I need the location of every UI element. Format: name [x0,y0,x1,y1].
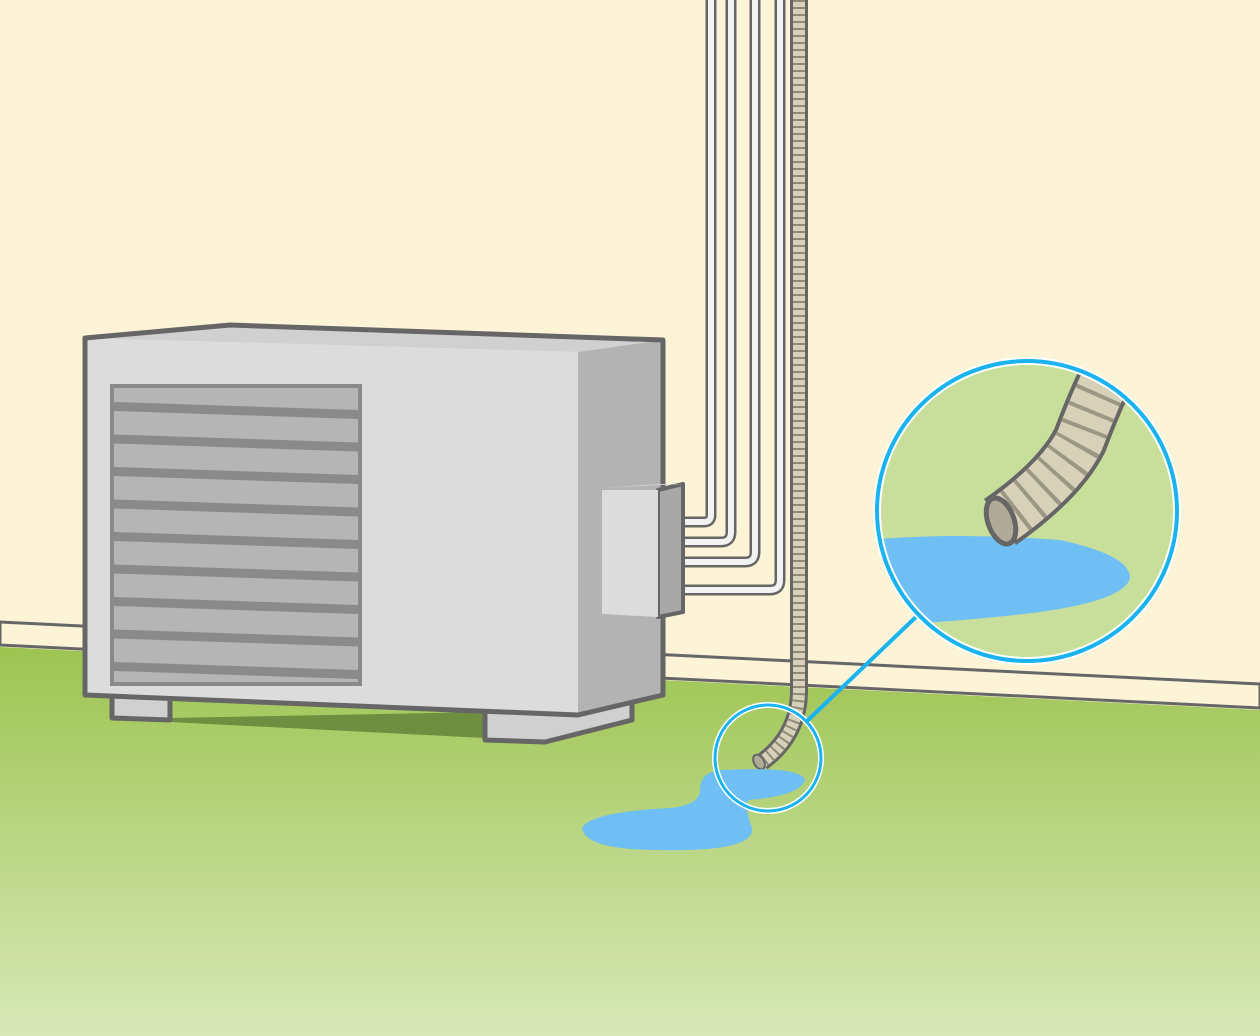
unit-side-box [602,490,658,617]
grille-slat [114,402,358,419]
grille-slat [114,662,358,679]
magnifier-callout [873,357,1181,665]
drain-hose [752,0,808,771]
unit-fan-grille [110,384,362,686]
unit-side-box-side [656,482,685,619]
magnified-puddle [879,536,1130,625]
grille-slat [114,564,358,582]
refrigerant-pipes [683,0,786,596]
grille-slat [114,499,358,517]
callout-line [804,613,920,724]
water-puddle [582,769,805,851]
unit-top [85,325,663,352]
grille-slat [114,532,358,549]
grille-slat [114,597,358,614]
grille-slat [114,629,358,647]
grille-slat [114,434,358,452]
hose-opening [983,495,1019,547]
grille-slat [114,467,358,484]
magnified-hose [983,363,1136,545]
